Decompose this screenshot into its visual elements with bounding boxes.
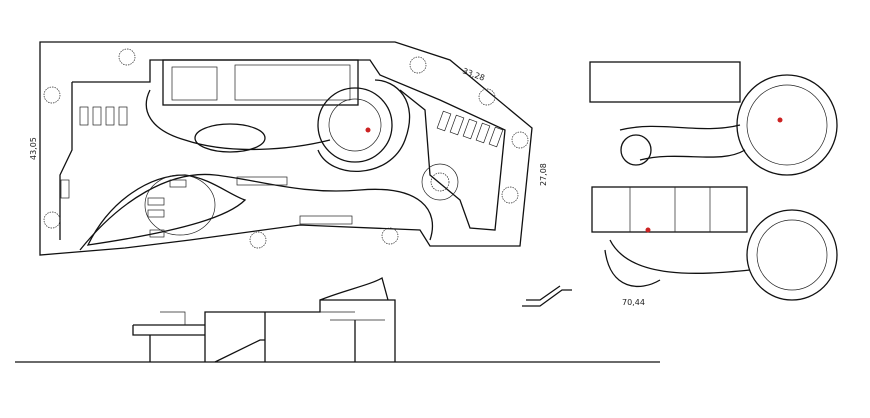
tree-icon bbox=[478, 88, 496, 106]
parking-left bbox=[60, 106, 128, 199]
road-curve-2 bbox=[145, 89, 331, 151]
site-boundary bbox=[39, 41, 533, 256]
upper-small-circle bbox=[620, 134, 652, 166]
tree-icon bbox=[43, 86, 61, 104]
site-plan: 33,28 43,05 27,08 bbox=[29, 41, 548, 256]
circular-hall bbox=[317, 87, 393, 163]
tree-icon bbox=[430, 172, 450, 192]
floor-plan-upper bbox=[589, 61, 838, 176]
lower-block bbox=[591, 186, 748, 233]
building-room bbox=[234, 64, 351, 101]
marker bbox=[777, 117, 783, 123]
tree-icon bbox=[249, 231, 267, 249]
lower-corridor bbox=[604, 239, 751, 288]
floor-plan-lower: 70,44 bbox=[591, 186, 838, 307]
tree-icon bbox=[511, 131, 529, 149]
dimension-width: 70,44 bbox=[622, 298, 645, 307]
building-room bbox=[171, 66, 218, 101]
circular-ring bbox=[317, 79, 411, 172]
elevation bbox=[15, 277, 660, 363]
dimension-left: 43,05 bbox=[29, 137, 38, 160]
road-curve bbox=[79, 173, 434, 251]
vehicles bbox=[147, 176, 353, 238]
tree-icon bbox=[381, 227, 399, 245]
tree-icon bbox=[409, 56, 427, 74]
marker bbox=[645, 227, 651, 233]
tree-icon bbox=[421, 163, 459, 201]
upper-block bbox=[589, 61, 741, 103]
marker bbox=[365, 127, 371, 133]
parking-right bbox=[436, 110, 504, 148]
trees bbox=[43, 48, 529, 249]
escalator-detail bbox=[522, 285, 572, 307]
upper-rotunda bbox=[736, 74, 838, 176]
tree-icon bbox=[43, 211, 61, 229]
upper-corridor bbox=[619, 124, 746, 161]
dimension-right: 27,08 bbox=[539, 163, 548, 186]
tree-icon bbox=[501, 186, 519, 204]
lower-rotunda bbox=[746, 209, 838, 301]
elevation-detail bbox=[160, 311, 385, 325]
planting-strip-inner bbox=[59, 59, 506, 240]
building-block bbox=[162, 59, 359, 106]
drop-shape bbox=[86, 174, 247, 246]
circular-hall-inner bbox=[328, 98, 382, 152]
tree-icon bbox=[118, 48, 136, 66]
roundabout bbox=[144, 174, 216, 236]
central-atrium bbox=[194, 123, 266, 153]
